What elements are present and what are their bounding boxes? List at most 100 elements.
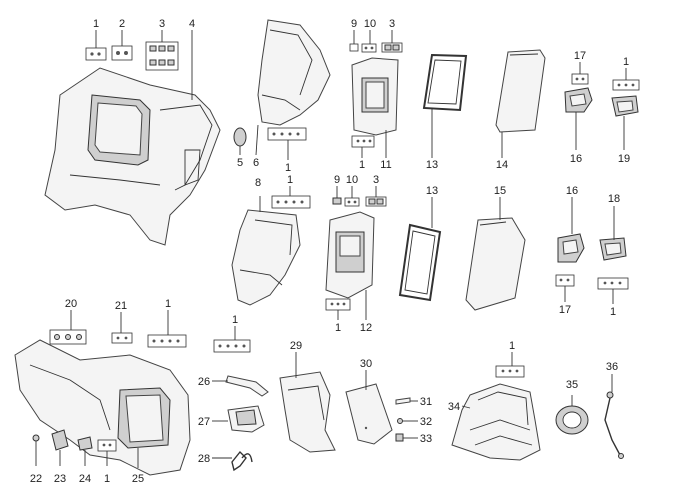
callout-9: 9 [334,174,340,186]
callout-17: 17 [559,304,571,316]
part-13-frame-upper [422,53,468,158]
callout-25: 25 [132,473,144,485]
hardware-set-3-top-left [145,30,179,71]
callout-5: 5 [237,157,243,169]
callout-1: 1 [287,174,293,186]
hardware-17-upper [571,62,589,85]
callout-10: 10 [364,18,376,30]
callout-13: 13 [426,185,438,197]
part-13-frame-lower [398,197,442,302]
hardware-32 [397,418,418,424]
hardware-31 [395,397,418,405]
part-11-instrument-bezel-upper [351,57,399,158]
callout-17: 17 [574,50,586,62]
callout-2: 2 [119,18,125,30]
part-29-kick-panel [279,352,336,453]
callout-13: 13 [426,159,438,171]
part-19-bracket-upper [611,95,639,150]
hardware-23 [51,429,69,466]
part-18-bracket-lower [599,206,627,261]
hardware-9-upper [349,30,359,52]
hardware-9-middle [332,186,342,205]
callout-1: 1 [335,322,341,334]
callout-19: 19 [618,153,630,165]
callout-34: 34 [448,401,460,413]
hardware-set-1-upper-middle [267,127,307,160]
hardware-set-1-lower-right [597,277,629,304]
callout-35: 35 [566,379,578,391]
callout-1: 1 [232,314,238,326]
hardware-20 [49,310,87,345]
callout-4: 4 [189,18,195,30]
part-34-floor-tray [451,383,541,461]
callout-16: 16 [566,185,578,197]
part-35-seal-ring [555,395,589,435]
callout-31: 31 [420,396,432,408]
hardware-17-lower [555,274,575,302]
part-8-inner-panel-middle [231,196,301,306]
callout-36: 36 [606,361,618,373]
callout-15: 15 [494,185,506,197]
hardware-set-1-bottom-left [147,310,187,348]
hardware-set-1-bottom-middle [213,326,251,353]
callout-9: 9 [351,18,357,30]
callout-1: 1 [610,306,616,318]
callout-1: 1 [359,159,365,171]
callout-11: 11 [380,159,391,171]
hardware-3-upper [381,30,403,53]
callout-14: 14 [496,159,508,171]
callout-33: 33 [420,433,432,445]
callout-1: 1 [509,340,515,352]
hardware-3-middle [365,186,387,207]
callout-20: 20 [65,298,77,310]
hardware-set-1-bottom-small [97,439,117,466]
callout-23: 23 [54,473,66,485]
hardware-set-1-middle [271,186,311,209]
hardware-set-1-bottom-right [495,352,525,378]
part-12-instrument-bezel-lower [325,211,375,320]
hardware-set-1-bezel-lower [325,298,351,320]
part-14-lens-upper [495,49,546,158]
callout-27: 27 [198,416,210,428]
part-16-bracket-lower [557,197,585,263]
part-16-bracket-upper [564,87,593,150]
hardware-set-1-bezel-upper [351,135,375,158]
part-6-inner-panel [255,19,331,156]
callout-1: 1 [93,18,99,30]
part-27-bracket [212,405,265,433]
callout-1: 1 [165,298,171,310]
callout-8: 8 [255,177,261,189]
part-26-strip [212,375,269,397]
callout-26: 26 [198,376,210,388]
callout-21: 21 [115,300,127,312]
part-28-spring-clip [212,450,253,472]
hardware-22 [32,434,40,466]
callout-1: 1 [104,473,110,485]
part-36-cable [604,374,624,459]
callout-1: 1 [623,56,629,68]
part-4-front-panel [44,67,221,246]
part-15-lens-lower [465,197,526,311]
callout-3: 3 [389,18,395,30]
hardware-33 [395,433,418,442]
callout-6: 6 [253,157,259,169]
callout-30: 30 [360,358,372,370]
callout-18: 18 [608,193,620,205]
hardware-10-upper [361,30,377,53]
hardware-set-1-upper-right [612,68,640,91]
hardware-set-2-top-left [111,30,133,61]
hardware-24 [77,436,93,466]
callout-28: 28 [198,453,210,465]
callout-3: 3 [159,18,165,30]
hardware-21 [111,312,133,344]
hardware-10-middle [344,186,360,207]
hardware-set-1-top-left [85,30,107,61]
callout-10: 10 [346,174,358,186]
callout-29: 29 [290,340,302,352]
callout-labels: 1 2 3 4 5 6 1 9 10 3 1 11 13 14 17 16 1 … [30,18,630,485]
part-30-access-cover [345,370,393,445]
callout-24: 24 [79,473,91,485]
callout-12: 12 [360,322,372,334]
callout-32: 32 [420,416,432,428]
